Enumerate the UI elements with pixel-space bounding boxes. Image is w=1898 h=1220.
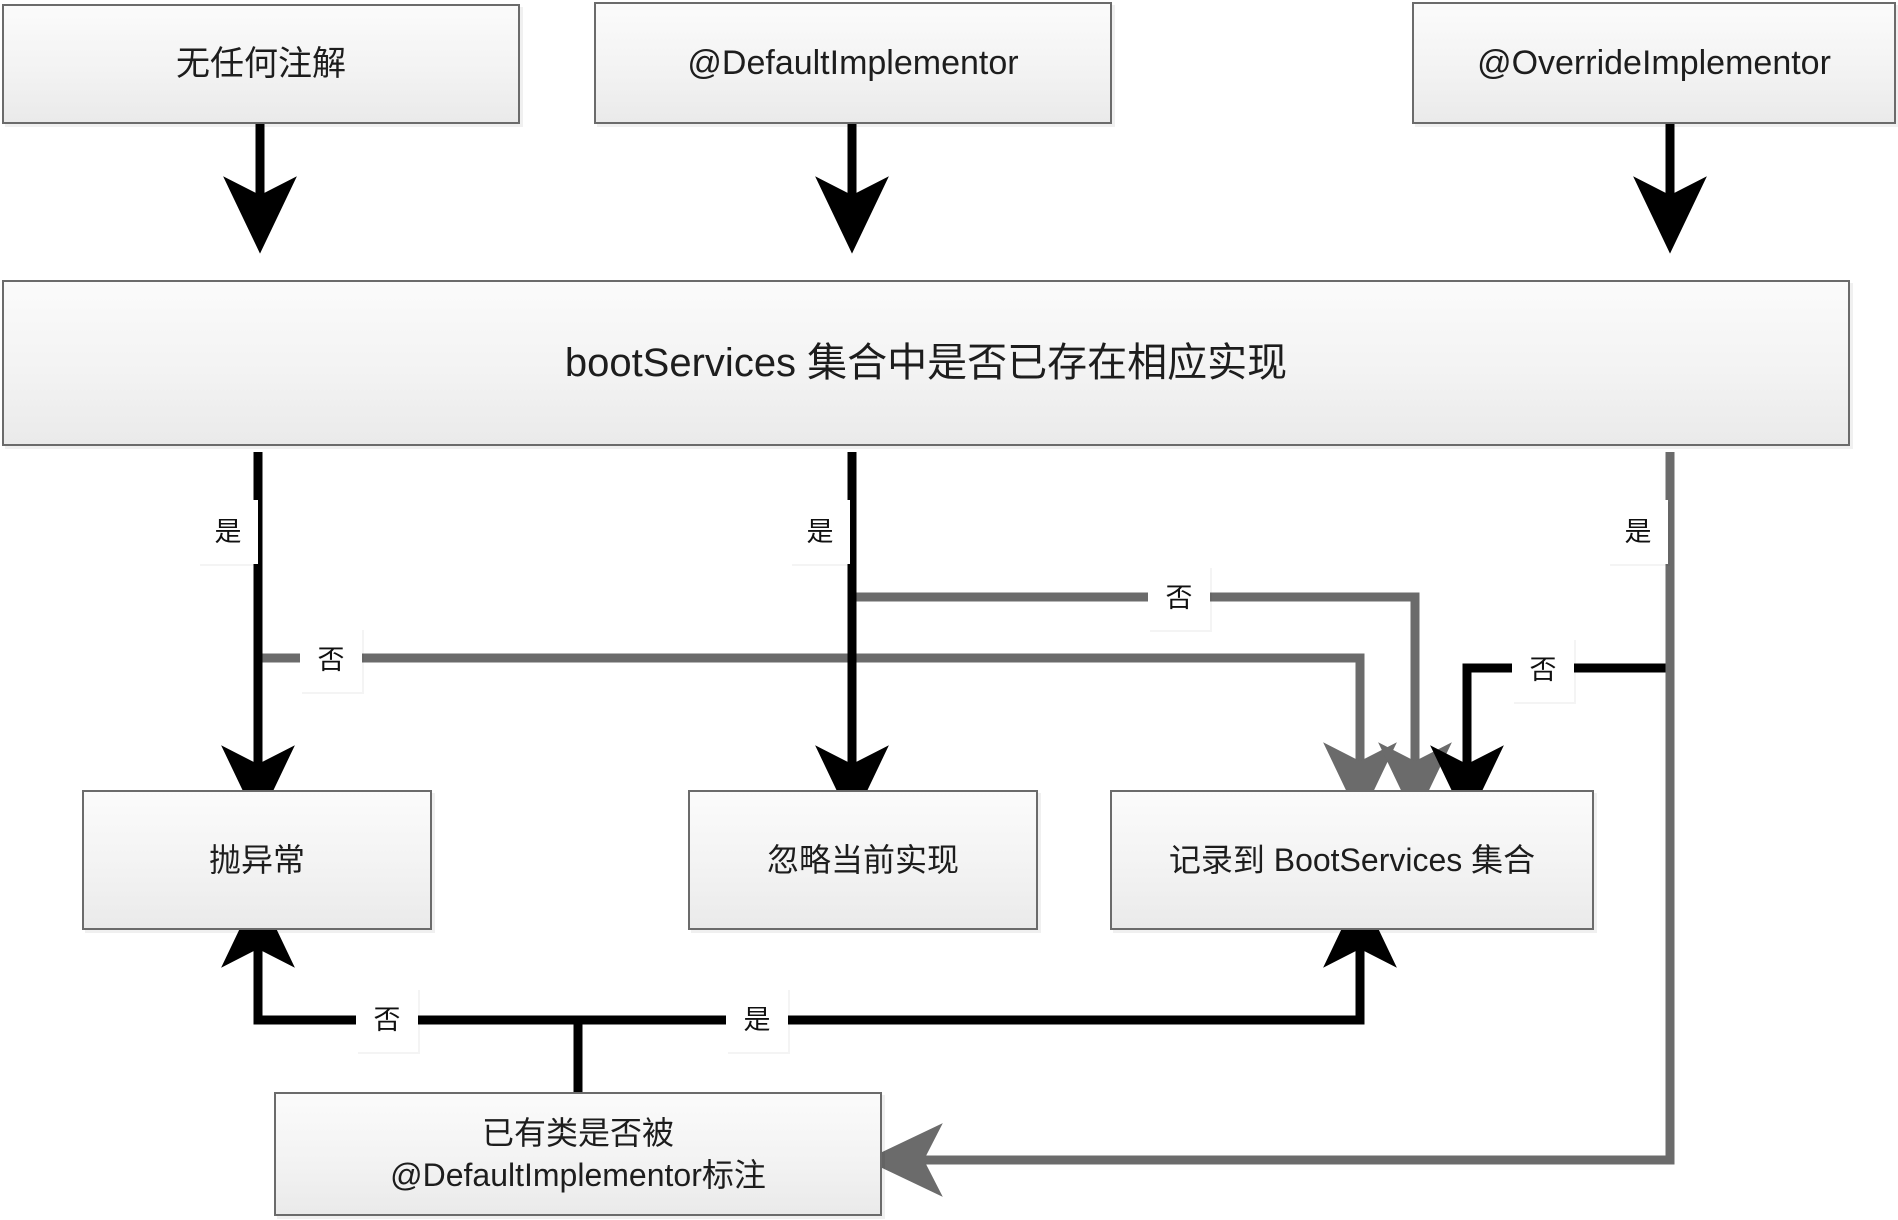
node-record-bootservices-label: 记录到 BootServices 集合 (1168, 841, 1536, 878)
node-bootservices-decision[interactable]: bootServices 集合中是否已存在相应实现 (2, 280, 1850, 446)
edge-label-check-no: 否 (356, 988, 418, 1052)
node-throw-exception[interactable]: 抛异常 (82, 790, 432, 930)
node-default-implementor-label: @DefaultImplementor (687, 43, 1019, 82)
edge-label-none-yes: 是 (198, 500, 258, 564)
node-throw-exception-label: 抛异常 (208, 841, 305, 878)
node-no-annotation-label: 无任何注解 (176, 44, 346, 83)
node-existing-class-check-line2: @DefaultImplementor标注 (390, 1157, 766, 1193)
edge-label-default-yes: 是 (790, 500, 850, 564)
node-existing-class-check-line1: 已有类是否被 (481, 1114, 674, 1151)
node-existing-class-check[interactable]: 已有类是否被 @DefaultImplementor标注 (274, 1092, 882, 1216)
node-no-annotation[interactable]: 无任何注解 (2, 4, 520, 124)
edge-check-no-to-throw (221, 890, 578, 1025)
node-override-implementor[interactable]: @OverrideImplementor (1412, 2, 1896, 124)
edge-label-override-no: 否 (1512, 638, 1574, 702)
edge-none-no-to-record (258, 653, 1397, 820)
node-bootservices-decision-label: bootServices 集合中是否已存在相应实现 (564, 340, 1288, 385)
edge-label-check-yes: 是 (726, 988, 788, 1052)
edge-check-yes-to-record (578, 890, 1397, 1025)
node-default-implementor[interactable]: @DefaultImplementor (594, 2, 1112, 124)
edge-label-override-yes: 是 (1608, 500, 1668, 564)
edge-label-none-no: 否 (300, 628, 362, 692)
edge-default-no-to-record (852, 592, 1452, 820)
node-override-implementor-label: @OverrideImplementor (1477, 43, 1831, 82)
node-ignore-impl[interactable]: 忽略当前实现 (688, 790, 1038, 930)
edge-label-default-no: 否 (1148, 566, 1210, 630)
node-ignore-impl-label: 忽略当前实现 (766, 841, 959, 878)
edge-override-yes-to-check (865, 452, 1675, 1197)
node-record-bootservices[interactable]: 记录到 BootServices 集合 (1110, 790, 1594, 930)
edge-override-no-to-record (1430, 663, 1670, 823)
